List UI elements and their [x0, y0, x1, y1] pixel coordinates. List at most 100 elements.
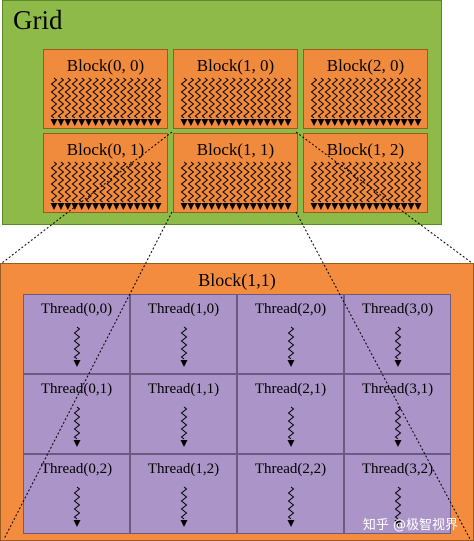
thread-arrows-icon — [310, 161, 422, 210]
wavy-line — [71, 77, 79, 119]
thread-arrows-icon — [180, 161, 292, 210]
thread-label: Thread(0,2) — [40, 461, 113, 477]
arrow-head — [324, 203, 332, 210]
wavy-line — [126, 77, 134, 119]
arrow-head — [393, 203, 401, 210]
wavy-line — [140, 161, 148, 203]
arrow-head — [310, 203, 318, 210]
wavy-line — [194, 77, 202, 119]
wavy-line — [222, 77, 229, 119]
arrow-head — [194, 203, 202, 210]
arrow-head — [407, 203, 415, 210]
wavy-line — [106, 161, 113, 203]
wavy-line — [256, 161, 264, 203]
arrow-head — [359, 203, 367, 210]
arrow-head — [180, 203, 188, 210]
wavy-line — [236, 77, 243, 119]
wavy-line — [236, 161, 243, 203]
arrow-head — [119, 119, 127, 126]
thread-cell: Thread(0,2) — [23, 454, 130, 534]
wavy-line — [345, 161, 352, 203]
wavy-line — [201, 77, 209, 119]
arrow-head — [112, 203, 120, 210]
thread-label: Thread(1,1) — [147, 381, 220, 397]
arrow-head — [201, 119, 209, 126]
wavy-line — [317, 77, 325, 119]
arrow-head — [394, 440, 402, 447]
block-2-0: Block(2, 0) — [303, 49, 428, 129]
wavy-line — [73, 406, 81, 440]
arrow-head — [187, 119, 195, 126]
arrow-head — [359, 119, 367, 126]
arrow-head — [372, 119, 380, 126]
thread-label: Thread(2,1) — [254, 381, 327, 397]
wavy-line — [154, 161, 162, 203]
wavy-line — [407, 77, 415, 119]
wavy-arrow-icon — [73, 406, 81, 447]
arrow-head — [338, 119, 346, 126]
thread-arrows-icon — [310, 77, 422, 126]
wavy-line — [147, 77, 155, 119]
arrow-head — [126, 203, 134, 210]
wavy-line — [400, 77, 408, 119]
wavy-line — [57, 161, 65, 203]
wavy-line — [414, 77, 422, 119]
thread-arrows-icon — [180, 77, 292, 126]
arrow-head — [277, 119, 285, 126]
arrow-head — [379, 119, 387, 126]
wavy-line — [331, 161, 339, 203]
arrow-head — [126, 119, 134, 126]
arrow-head — [85, 119, 93, 126]
arrow-head — [140, 203, 148, 210]
wavy-arrow-icon — [180, 326, 188, 367]
wavy-line — [366, 77, 373, 119]
wavy-line — [373, 77, 380, 119]
wavy-line — [92, 77, 99, 119]
wavy-line — [180, 486, 188, 520]
wavy-line — [133, 161, 141, 203]
thread-cell: Thread(2,2) — [237, 454, 344, 534]
arrow-head — [372, 203, 380, 210]
arrow-head — [345, 119, 353, 126]
wavy-line — [310, 77, 318, 119]
wavy-line — [187, 77, 195, 119]
wavy-line — [99, 161, 106, 203]
block-detail: Block(1,1) Thread(0,0) Thread(1,0) Threa… — [0, 263, 474, 541]
wavy-line — [394, 326, 402, 360]
arrow-head — [242, 119, 250, 126]
arrow-head — [324, 119, 332, 126]
wavy-line — [400, 161, 408, 203]
arrow-head — [208, 119, 216, 126]
arrow-head — [287, 520, 295, 527]
thread-grid: Thread(0,0) Thread(1,0) Thread(2,0) Thre… — [23, 294, 451, 534]
arrow-head — [71, 203, 79, 210]
arrow-head — [249, 119, 257, 126]
arrow-head — [73, 520, 81, 527]
arrow-head — [394, 360, 402, 367]
wavy-line — [113, 161, 120, 203]
wavy-line — [140, 77, 148, 119]
wavy-line — [194, 161, 202, 203]
arrow-head — [229, 119, 237, 126]
wavy-line — [263, 77, 271, 119]
arrow-head — [287, 360, 295, 367]
wavy-line — [73, 326, 81, 360]
thread-label: Thread(1,0) — [147, 301, 220, 317]
wavy-line — [352, 161, 359, 203]
arrow-head — [105, 119, 113, 126]
arrow-head — [154, 203, 162, 210]
arrow-head — [270, 203, 278, 210]
wavy-arrow-icon — [180, 406, 188, 447]
wavy-line — [284, 77, 292, 119]
arrow-head — [147, 203, 155, 210]
arrow-head — [263, 119, 271, 126]
wavy-line — [154, 77, 162, 119]
thread-label: Thread(3,2) — [361, 461, 434, 477]
wavy-line — [208, 161, 216, 203]
arrow-head — [92, 203, 100, 210]
wavy-line — [180, 77, 188, 119]
wavy-arrow-icon — [180, 486, 188, 527]
wavy-line — [287, 486, 295, 520]
wavy-line — [64, 161, 72, 203]
arrow-head — [317, 203, 325, 210]
